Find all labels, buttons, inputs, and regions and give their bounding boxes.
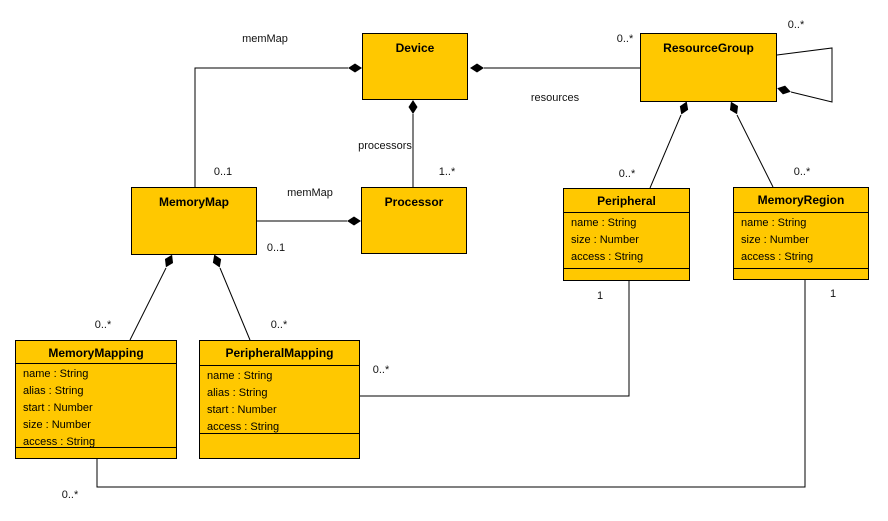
mult-peripheralmapping-end: 0..* <box>372 364 390 376</box>
class-title: Processor <box>384 195 444 209</box>
composition-diamond-processor-memorymap <box>347 216 361 226</box>
class-attribute: name : String <box>741 217 807 229</box>
mult-memorymapping-end: 0..* <box>61 489 79 501</box>
class-attribute: access : String <box>571 251 644 263</box>
class-title: ResourceGroup <box>663 41 754 55</box>
class-memorymapping: MemoryMapping name : String alias : String… <box>15 340 177 459</box>
mult-resourcegroup-peripheral: 0..* <box>618 168 636 180</box>
class-attribute: size : Number <box>571 234 639 246</box>
mult-memorymap-memorymapping: 0..* <box>94 319 112 331</box>
association-peripheral-peripheralmapping <box>360 281 630 397</box>
class-attribute: access : String <box>741 251 814 263</box>
class-attribute: name : String <box>571 217 637 229</box>
role-memmap-device: memMap <box>242 33 288 45</box>
class-memoryregion: MemoryRegion name : String size : Number ac… <box>733 187 869 280</box>
class-attributes: name : String size : Number access : Strin… <box>564 213 689 269</box>
class-memorymap: MemoryMap <box>131 187 257 255</box>
composition-diamond-memorymap-memorymapping <box>164 254 174 268</box>
class-title: MemoryMap <box>158 195 229 209</box>
mult-resourcegroup-memoryregion: 0..* <box>793 166 811 178</box>
composition-diamond-memorymap-peripheralmapping <box>212 254 222 268</box>
class-attributes: name : String alias : String start : Numbe… <box>16 364 176 448</box>
class-title: MemoryMapping <box>16 341 176 364</box>
class-attribute: name : String <box>23 368 89 380</box>
mult-memorymap-peripheralmapping: 0..* <box>270 319 288 331</box>
association-resourcegroup-peripheral <box>649 114 682 189</box>
class-attribute: name : String <box>207 370 273 382</box>
association-memorymap-memorymapping <box>129 267 167 341</box>
association-resourcegroup-self <box>776 47 833 103</box>
class-title: Device <box>395 41 435 55</box>
association-resourcegroup-memoryregion <box>736 114 774 188</box>
class-peripheral: Peripheral name : String size : Number acce… <box>563 188 690 281</box>
association-memorymap-peripheralmapping <box>219 267 251 341</box>
class-attribute: access : String <box>23 436 96 448</box>
class-attributes: name : String alias : String start : Numbe… <box>200 366 359 434</box>
role-processors: processors <box>358 140 412 152</box>
association-memoryregion-memorymapping <box>96 280 806 488</box>
composition-diamond-resourcegroup-self <box>777 85 791 95</box>
class-processor: Processor <box>361 187 467 254</box>
composition-diamond-device-resourcegroup <box>470 63 484 73</box>
class-device: Device <box>362 33 468 100</box>
mult-peripheral-end: 1 <box>596 290 604 302</box>
class-attribute: alias : String <box>207 387 268 399</box>
mult-resourcegroup-self: 0..* <box>787 19 805 31</box>
class-peripheralmapping: PeripheralMapping name : String alias : St… <box>199 340 360 459</box>
class-attribute: start : Number <box>23 402 93 414</box>
mult-device-processor: 1..* <box>438 166 456 178</box>
role-memmap-processor: memMap <box>287 187 333 199</box>
class-attribute: access : String <box>207 421 280 433</box>
composition-diamond-device-processor <box>408 100 418 114</box>
mult-memoryregion-end: 1 <box>829 288 837 300</box>
class-attribute: size : Number <box>741 234 809 246</box>
class-resourcegroup: ResourceGroup <box>640 33 777 102</box>
class-title: PeripheralMapping <box>200 341 359 366</box>
mult-processor-memorymap: 0..1 <box>266 242 286 254</box>
class-attribute: start : Number <box>207 404 277 416</box>
composition-diamond-device-memorymap <box>348 63 362 73</box>
mult-device-memorymap: 0..1 <box>213 166 233 178</box>
class-attribute: alias : String <box>23 385 84 397</box>
class-title: Peripheral <box>564 189 689 213</box>
class-attributes: name : String size : Number access : Strin… <box>734 213 868 269</box>
class-title: MemoryRegion <box>734 188 868 213</box>
association-device-memorymap <box>194 67 348 187</box>
mult-device-resourcegroup: 0..* <box>616 33 634 45</box>
composition-diamond-resourcegroup-memoryregion <box>729 101 739 115</box>
role-resources: resources <box>530 92 580 104</box>
composition-diamond-resourcegroup-peripheral <box>679 101 689 115</box>
class-attribute: size : Number <box>23 419 91 431</box>
